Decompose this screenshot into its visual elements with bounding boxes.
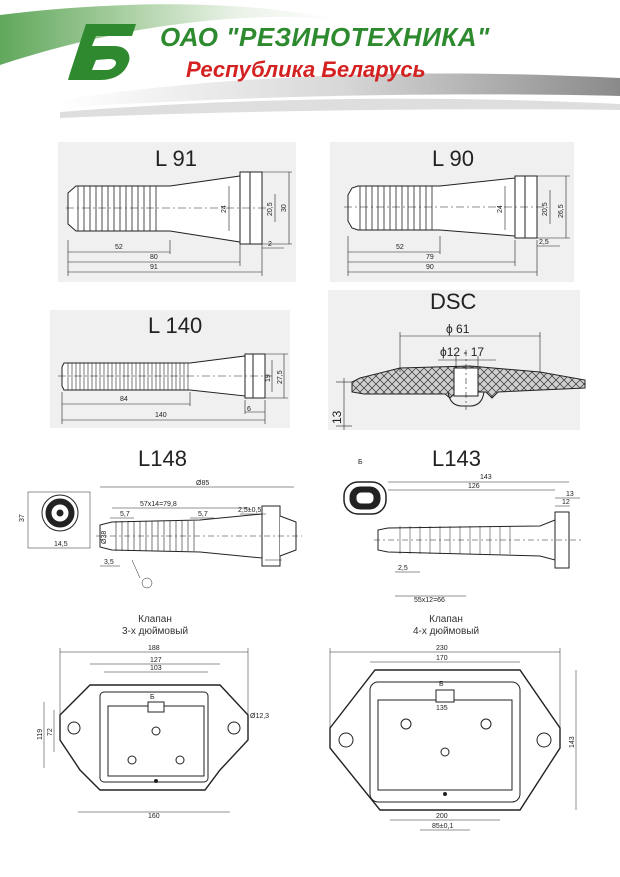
svg-text:Ø12,3: Ø12,3 bbox=[250, 713, 269, 720]
drawing-valve3: Б 188 127 103 119 72 Ø12,3 160 bbox=[37, 645, 269, 820]
svg-text:85±0,1: 85±0,1 bbox=[432, 823, 453, 830]
drawing-dsc: ϕ 61 ϕ12 - 17 13 bbox=[330, 322, 586, 430]
valve-4-label: Клапан 4-х дюймовый bbox=[386, 614, 506, 638]
svg-text:72: 72 bbox=[47, 728, 54, 736]
drawing-l148: Ø85 57x14=79,8 5,7 5,7 2,5±0,5 37 14,5 Ø38… bbox=[19, 480, 302, 589]
svg-text:170: 170 bbox=[436, 655, 448, 662]
svg-text:19: 19 bbox=[265, 374, 272, 382]
svg-text:12: 12 bbox=[562, 499, 570, 506]
svg-text:57x14=79,8: 57x14=79,8 bbox=[140, 501, 177, 508]
svg-text:2,5: 2,5 bbox=[539, 239, 549, 246]
svg-text:90: 90 bbox=[426, 264, 434, 271]
svg-text:Ø85: Ø85 bbox=[196, 480, 209, 487]
svg-text:188: 188 bbox=[148, 645, 160, 652]
svg-text:26,5: 26,5 bbox=[558, 204, 565, 218]
drawing-l90: 52 79 90 2,5 24 20,5 26,5 bbox=[344, 175, 570, 276]
svg-text:143: 143 bbox=[480, 474, 492, 481]
svg-text:Б: Б bbox=[439, 681, 444, 688]
svg-text:143: 143 bbox=[569, 736, 576, 748]
valve-3-label: Клапан 3-х дюймовый bbox=[95, 614, 215, 638]
svg-text:230: 230 bbox=[436, 645, 448, 652]
svg-text:160: 160 bbox=[148, 813, 160, 820]
svg-text:2,5: 2,5 bbox=[398, 565, 408, 572]
part-title-dsc: DSC bbox=[430, 289, 477, 314]
svg-text:Ø38: Ø38 bbox=[101, 531, 108, 544]
valve-3-label-text: Клапан 3-х дюймовый bbox=[121, 614, 189, 637]
part-title-l143: L143 bbox=[432, 446, 481, 471]
company-country: Республика Беларусь bbox=[186, 57, 426, 82]
company-name: ОАО "РЕЗИНОТЕХНИКА" bbox=[160, 22, 490, 52]
drawing-l140: 84 140 6 19 27,5 bbox=[58, 353, 288, 424]
drawing-valve4: Б 230 170 135 143 200 85±0,1 bbox=[329, 645, 577, 831]
svg-text:24: 24 bbox=[221, 205, 228, 213]
svg-text:200: 200 bbox=[436, 813, 448, 820]
svg-text:5,7: 5,7 bbox=[120, 511, 130, 518]
svg-text:126: 126 bbox=[468, 483, 480, 490]
svg-text:52: 52 bbox=[396, 244, 404, 251]
svg-text:2,5±0,5: 2,5±0,5 bbox=[238, 507, 261, 514]
svg-text:80: 80 bbox=[150, 254, 158, 261]
part-title-l90: L 90 bbox=[432, 146, 475, 171]
svg-text:ϕ 61: ϕ 61 bbox=[446, 322, 470, 336]
svg-text:13: 13 bbox=[566, 491, 574, 498]
svg-text:79: 79 bbox=[426, 254, 434, 261]
svg-text:ϕ12 - 17: ϕ12 - 17 bbox=[440, 345, 484, 359]
svg-text:27,5: 27,5 bbox=[277, 370, 284, 384]
svg-text:6: 6 bbox=[247, 406, 251, 413]
svg-text:30: 30 bbox=[281, 204, 288, 212]
part-title-l140: L 140 bbox=[148, 313, 203, 338]
header-swoosh-background bbox=[0, 0, 620, 118]
svg-text:127: 127 bbox=[150, 657, 162, 664]
svg-text:52: 52 bbox=[115, 244, 123, 251]
svg-text:13: 13 bbox=[330, 410, 344, 424]
svg-text:20,5: 20,5 bbox=[267, 202, 274, 216]
part-title-l91: L 91 bbox=[155, 146, 198, 171]
header: ОАО "РЕЗИНОТЕХНИКА" Республика Беларусь bbox=[0, 0, 620, 130]
svg-text:37: 37 bbox=[19, 514, 26, 522]
drawing-l91: 52 80 91 2 24 20,5 30 bbox=[66, 171, 292, 276]
part-title-l148: L148 bbox=[138, 446, 187, 471]
svg-text:84: 84 bbox=[120, 396, 128, 403]
svg-text:20,5: 20,5 bbox=[542, 202, 549, 216]
svg-text:91: 91 bbox=[150, 264, 158, 271]
svg-text:5,7: 5,7 bbox=[198, 511, 208, 518]
svg-text:14,5: 14,5 bbox=[54, 541, 68, 548]
svg-text:119: 119 bbox=[37, 729, 44, 740]
svg-text:55x12=66: 55x12=66 bbox=[414, 597, 445, 604]
svg-text:Б: Б bbox=[358, 459, 363, 466]
svg-text:Б: Б bbox=[150, 694, 155, 701]
svg-text:135: 135 bbox=[436, 705, 448, 712]
company-logo-b-icon bbox=[68, 24, 136, 80]
svg-text:24: 24 bbox=[497, 205, 504, 213]
svg-text:140: 140 bbox=[155, 412, 167, 419]
svg-text:103: 103 bbox=[150, 665, 162, 672]
valve-4-label-text: Клапан 4-х дюймовый bbox=[412, 614, 480, 637]
svg-text:3,5: 3,5 bbox=[104, 559, 114, 566]
svg-text:2: 2 bbox=[268, 241, 272, 248]
